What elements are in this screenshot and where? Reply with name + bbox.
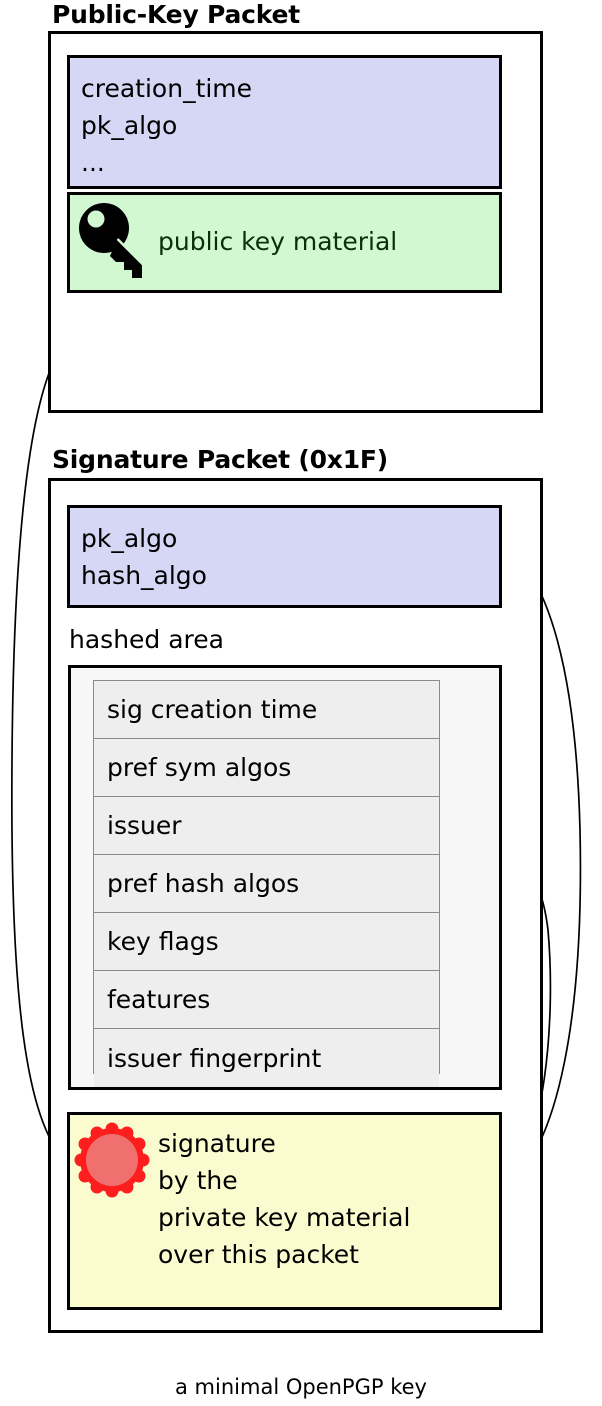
wax-seal-icon [72,1120,152,1200]
subpacket-key-flags: key flags [94,913,439,971]
subpacket-issuer-fingerprint: issuer fingerprint [94,1029,439,1087]
figure-caption: a minimal OpenPGP key [175,1375,427,1399]
signature-packet-title: Signature Packet (0x1F) [52,445,389,474]
public-key-field-creation-time: creation_time [81,74,253,103]
signature-text-line-2: by the [158,1166,238,1195]
signature-algo-fields-box [67,505,502,608]
public-key-field-ellipsis: ... [81,148,105,177]
public-key-field-pk-algo: pk_algo [81,111,178,140]
subpacket-pref-hash-algos: pref hash algos [94,855,439,913]
signature-text-line-4: over this packet [158,1240,359,1269]
subpacket-issuer: issuer [94,797,439,855]
subpacket-pref-sym-algos: pref sym algos [94,739,439,797]
hashed-area-label: hashed area [69,625,224,654]
signature-text-line-1: signature [158,1129,276,1158]
public-key-material-label: public key material [158,227,398,256]
subpacket-features: features [94,971,439,1029]
key-icon [76,200,156,285]
signature-field-pk-algo: pk_algo [81,524,178,553]
signature-text-line-3: private key material [158,1203,411,1232]
subpacket-sig-creation-time: sig creation time [94,681,439,739]
public-key-header-fields-box [67,55,502,189]
hashed-subpacket-list: sig creation time pref sym algos issuer … [93,680,440,1087]
public-key-packet-title: Public-Key Packet [52,0,301,29]
signature-field-hash-algo: hash_algo [81,561,207,590]
